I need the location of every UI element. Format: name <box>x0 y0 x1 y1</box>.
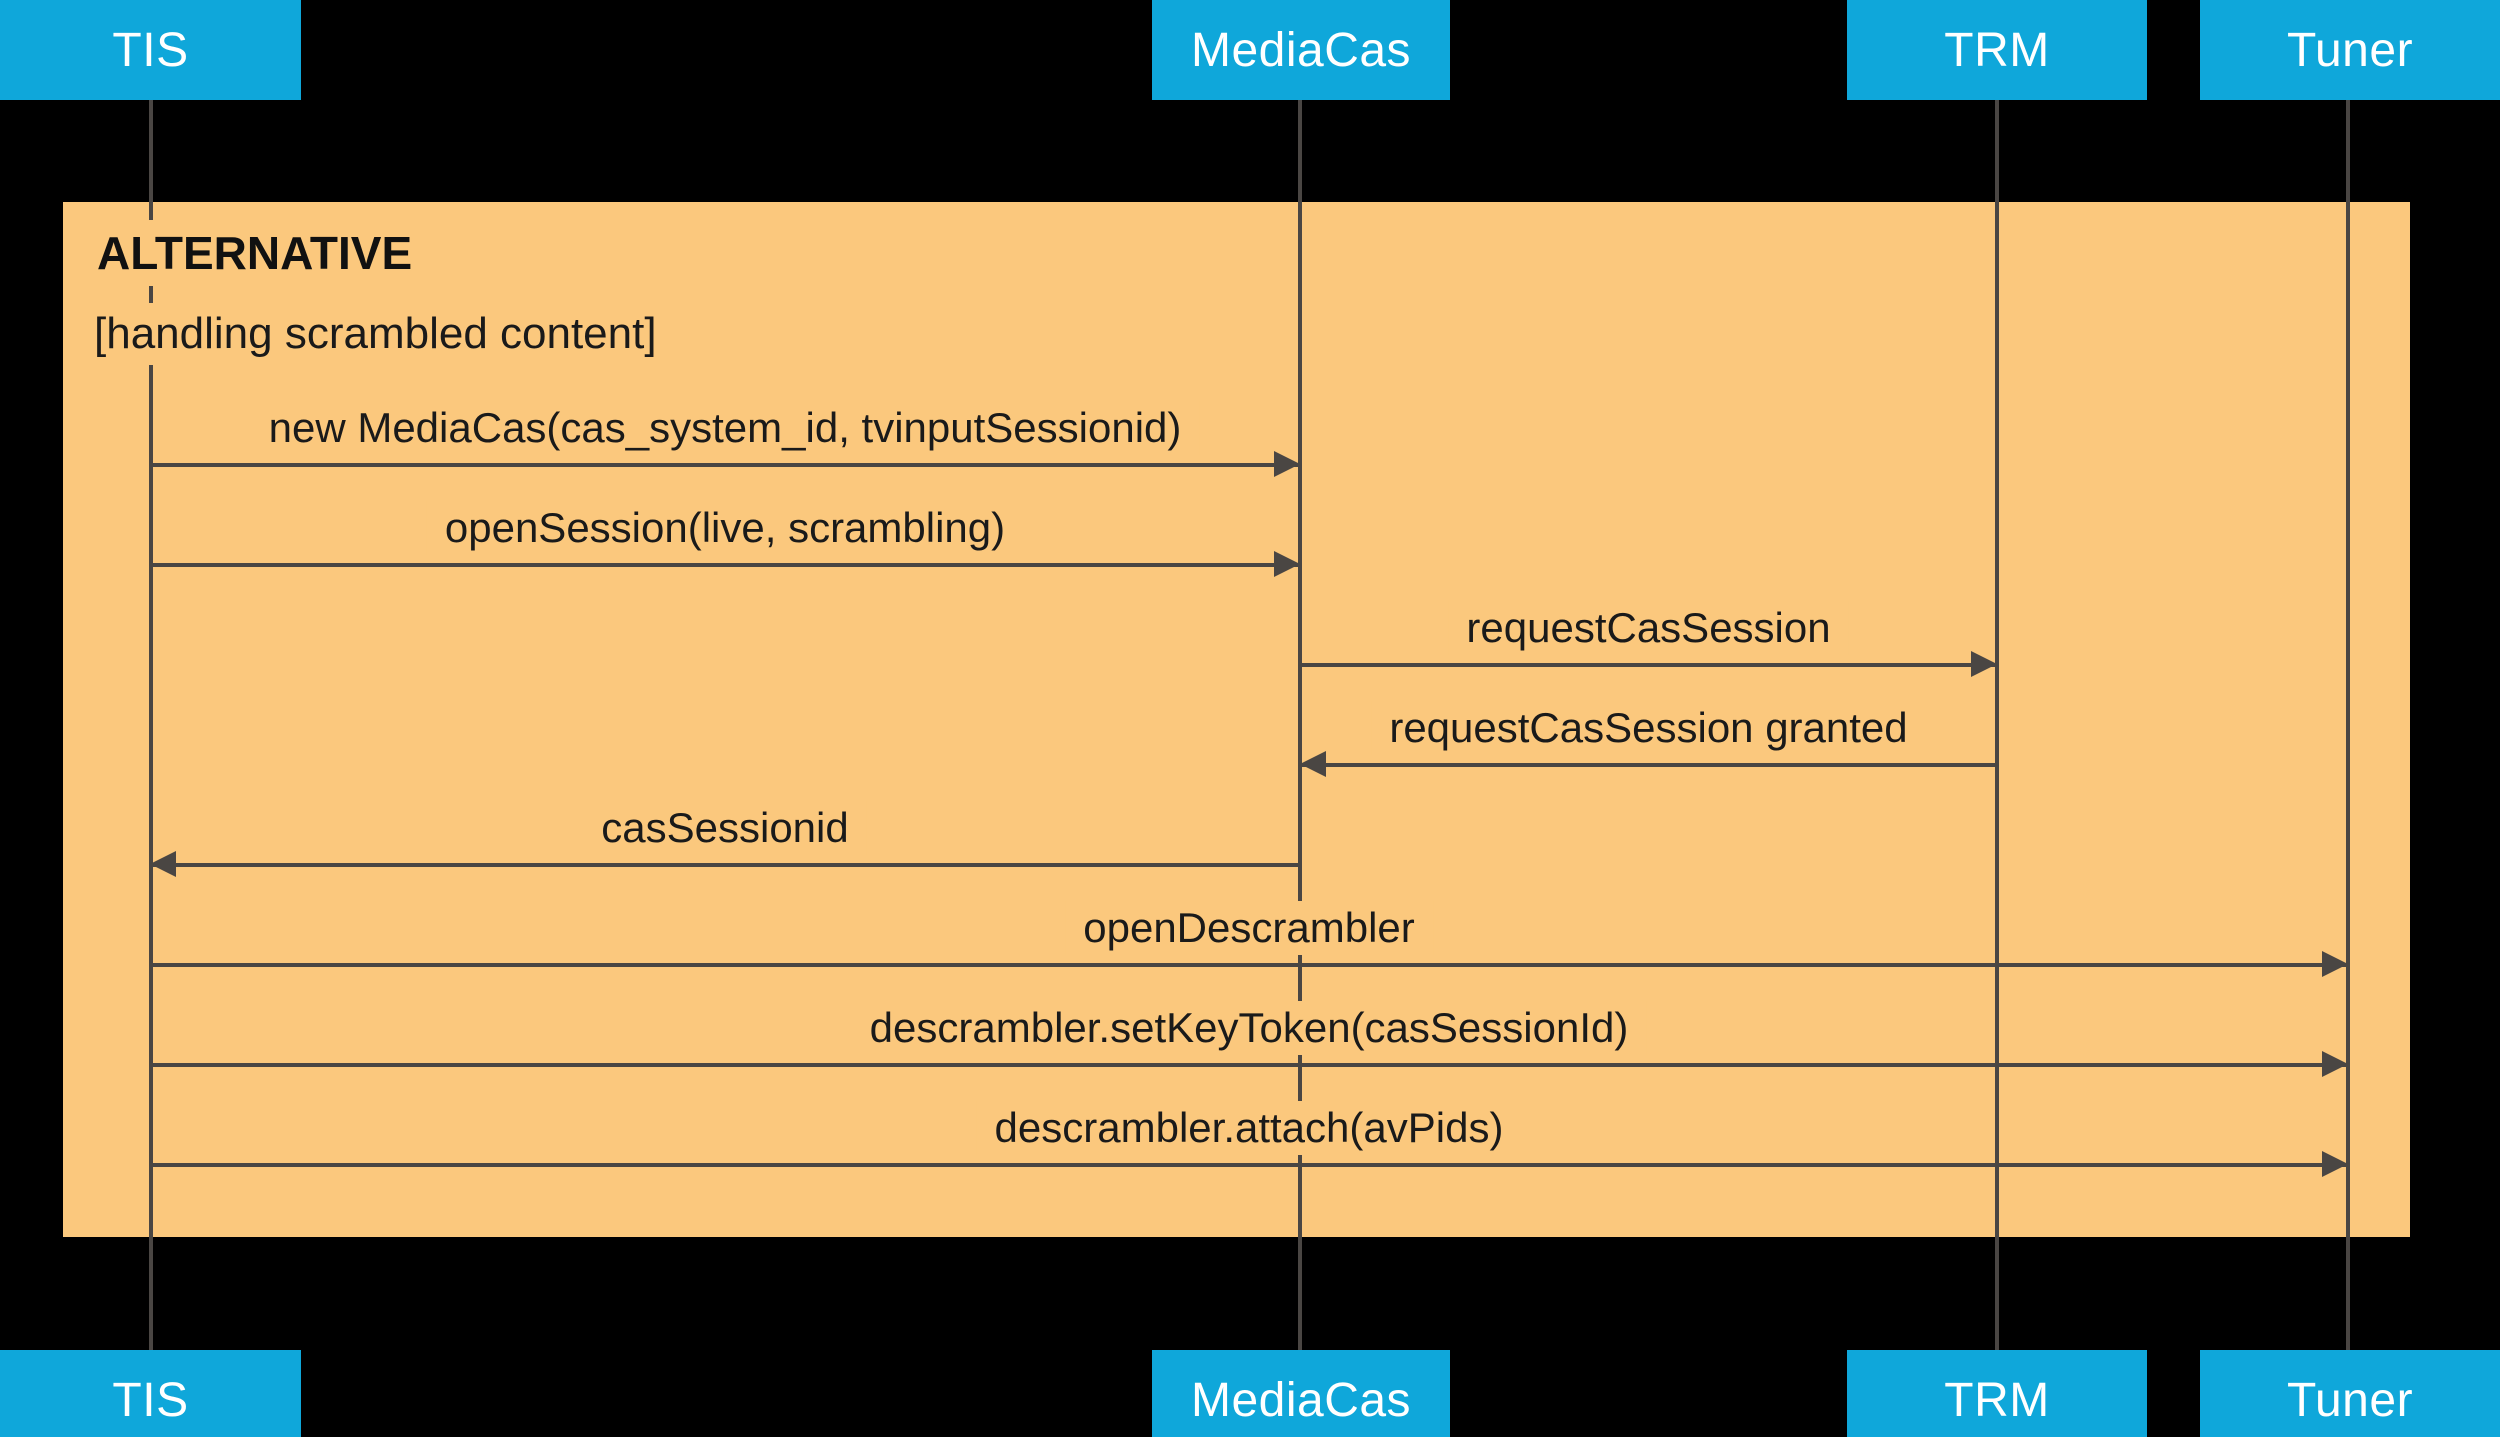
actor-top-tuner: Tuner <box>2200 0 2500 100</box>
actor-bottom-trm: TRM <box>1847 1350 2147 1437</box>
arrowhead-right-icon <box>2322 1051 2348 1077</box>
arrowhead-right-icon <box>2322 951 2348 977</box>
lifeline-tuner <box>2346 100 2350 1350</box>
message-line <box>1300 763 1997 767</box>
alt-fragment-title: ALTERNATIVE <box>83 220 427 286</box>
actor-bottom-tis: TIS <box>0 1350 301 1437</box>
message-label: descrambler.setKeyToken(casSessionId) <box>851 1001 1647 1055</box>
actor-label: TIS <box>112 1373 189 1427</box>
arrowhead-right-icon <box>1274 451 1300 477</box>
message-line <box>1300 663 1997 667</box>
message-label: new MediaCas(cas_system_id, tvinputSessi… <box>250 401 1200 455</box>
message-label: openSession(live, scrambling) <box>426 501 1024 555</box>
arrowhead-right-icon <box>1274 551 1300 577</box>
actor-top-trm: TRM <box>1847 0 2147 100</box>
message-line <box>150 563 1300 567</box>
arrowhead-right-icon <box>1971 651 1997 677</box>
arrowhead-left-icon <box>1300 751 1326 777</box>
actor-bottom-mediacas: MediaCas <box>1152 1350 1450 1437</box>
lifeline-tis <box>149 100 153 1350</box>
message-line <box>150 863 1300 867</box>
actor-label: Tuner <box>2286 23 2414 77</box>
message-label: requestCasSession granted <box>1371 701 1926 755</box>
message-label: openDescrambler <box>1065 901 1433 955</box>
arrowhead-left-icon <box>150 851 176 877</box>
message-line <box>150 963 2348 967</box>
actor-label: Tuner <box>2286 1373 2414 1427</box>
message-label: casSessionid <box>583 801 867 855</box>
actor-bottom-tuner: Tuner <box>2200 1350 2500 1437</box>
message-line <box>150 1063 2348 1067</box>
lifeline-trm <box>1995 100 1999 1350</box>
message-label: descrambler.attach(avPids) <box>976 1101 1522 1155</box>
message-line <box>150 463 1300 467</box>
actor-label: MediaCas <box>1190 1373 1412 1427</box>
actor-label: MediaCas <box>1190 23 1412 77</box>
actor-label: TRM <box>1944 23 2050 77</box>
message-line <box>150 1163 2348 1167</box>
actor-label: TRM <box>1944 1373 2050 1427</box>
arrowhead-right-icon <box>2322 1151 2348 1177</box>
lifeline-mediacas <box>1298 100 1302 1350</box>
actor-top-tis: TIS <box>0 0 301 100</box>
alt-fragment-condition: [handling scrambled content] <box>80 303 671 365</box>
actor-top-mediacas: MediaCas <box>1152 0 1450 100</box>
message-label: requestCasSession <box>1448 601 1849 655</box>
actor-label: TIS <box>112 23 189 77</box>
